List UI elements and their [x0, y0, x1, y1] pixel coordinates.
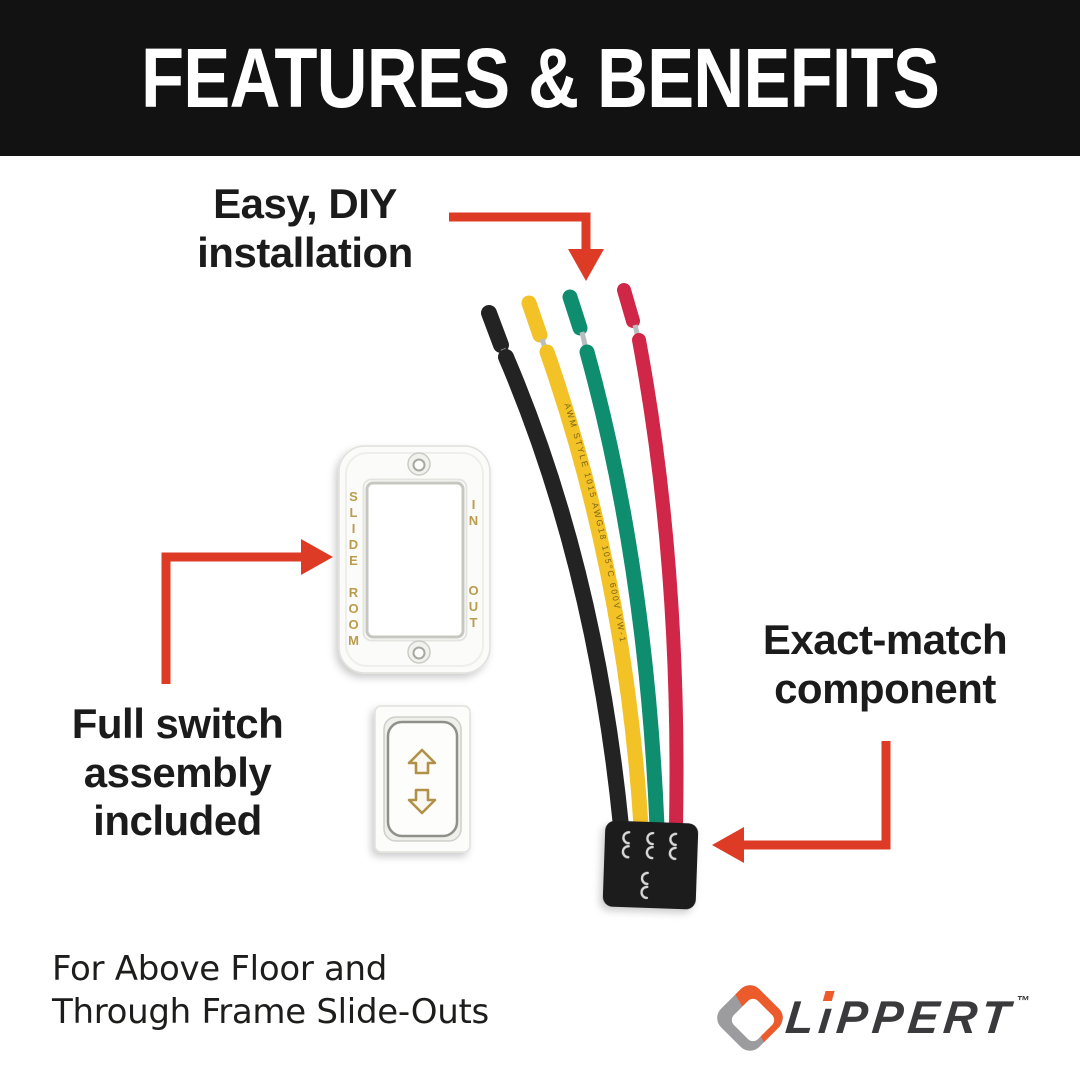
full-switch-arrow-shaft: [161, 552, 303, 684]
connector-terminal-icon: [645, 831, 655, 860]
rocker-switch-button: [386, 720, 459, 838]
easy-diy-arrow-head: [568, 249, 604, 281]
logo-letters-ppert: PPERT: [834, 991, 1018, 1043]
red-wire: [632, 333, 684, 833]
footnote-text: For Above Floor and Through Frame Slide-…: [52, 949, 489, 1032]
connector-terminal-icon: [621, 831, 631, 859]
trademark-symbol: ™: [1015, 993, 1030, 1008]
plate-label-in: IN: [466, 497, 481, 529]
callout-easy-diy: Easy, DIY installation: [197, 180, 413, 276]
wiring-connector: [602, 820, 699, 910]
black-wire-tip: [481, 305, 509, 353]
full-switch-arrow-head: [301, 539, 333, 575]
callout-exact-match: Exact-match component: [762, 616, 1008, 712]
green-wire-tip: [562, 289, 588, 336]
yellow-wire-tip: [521, 295, 548, 343]
wire-harness: AWM STYLE 1015 AWG18 105°C 600V VW-1: [481, 283, 684, 834]
black-wire: [498, 349, 629, 834]
rocker-switch: [374, 705, 471, 853]
red-wire-tip: [617, 283, 640, 328]
switch-plate-opening: [365, 481, 465, 639]
screw-hole-bottom-inner: [412, 646, 426, 660]
lippert-logo-mark: [717, 979, 789, 1052]
green-wire: [579, 344, 665, 834]
exact-match-arrow-head: [712, 827, 744, 863]
plate-label-out: OUT: [466, 583, 481, 631]
plate-label-slide-room: SLIDE ROOM: [346, 489, 361, 649]
yellow-wire: [539, 344, 649, 834]
down-arrow-icon: [407, 788, 437, 815]
callout-full-switch: Full switch assembly included: [71, 700, 284, 845]
page-title: FEATURES & BENEFITS: [140, 30, 940, 125]
annotation-arrows: [161, 212, 891, 863]
header-banner: FEATURES & BENEFITS: [0, 0, 1080, 156]
connector-terminal-icon: [640, 871, 649, 900]
up-arrow-icon: [407, 748, 437, 775]
logo-mark-inner-face: [731, 998, 775, 1042]
switch-plate-opening-rim: [362, 478, 468, 642]
switch-plate: [338, 445, 491, 674]
logo-letter-l: L: [783, 991, 822, 1043]
connector-terminal-icon: [668, 832, 678, 861]
screw-hole-top-inner: [412, 458, 426, 472]
switch-plate-bevel: [345, 452, 484, 667]
exact-match-arrow-shaft: [742, 741, 891, 850]
easy-diy-arrow-shaft: [449, 212, 591, 250]
